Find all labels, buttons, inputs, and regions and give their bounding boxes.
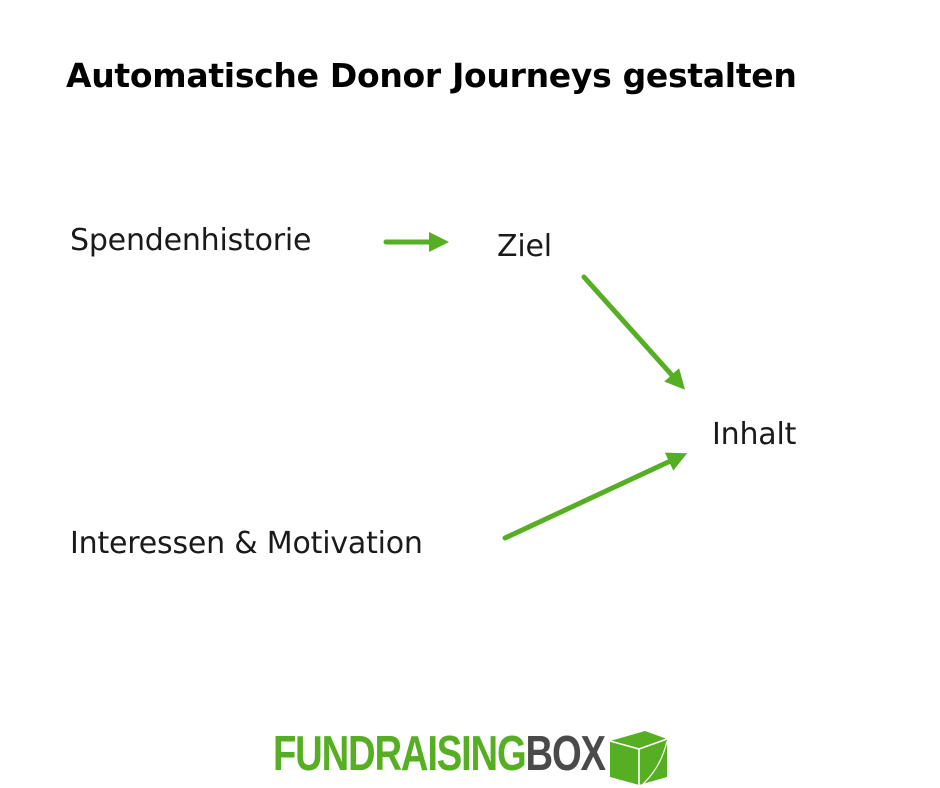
node-ziel: Ziel [497,229,552,264]
page-title: Automatische Donor Journeys gestalten [66,56,797,95]
node-spendenhistorie: Spendenhistorie [70,223,312,258]
node-inhalt: Inhalt [712,417,797,452]
logo-text-fundraising: FUNDRAISING [273,727,527,781]
arrow-interessen-to-inhalt-icon [502,452,688,541]
cube-icon [609,731,668,785]
arrow-ziel-to-inhalt-icon [581,274,686,390]
fundraisingbox-logo: FUNDRAISINGBOX [273,726,698,782]
node-interessen-motivation: Interessen & Motivation [70,526,423,561]
logo-text-box: BOX [525,727,606,781]
